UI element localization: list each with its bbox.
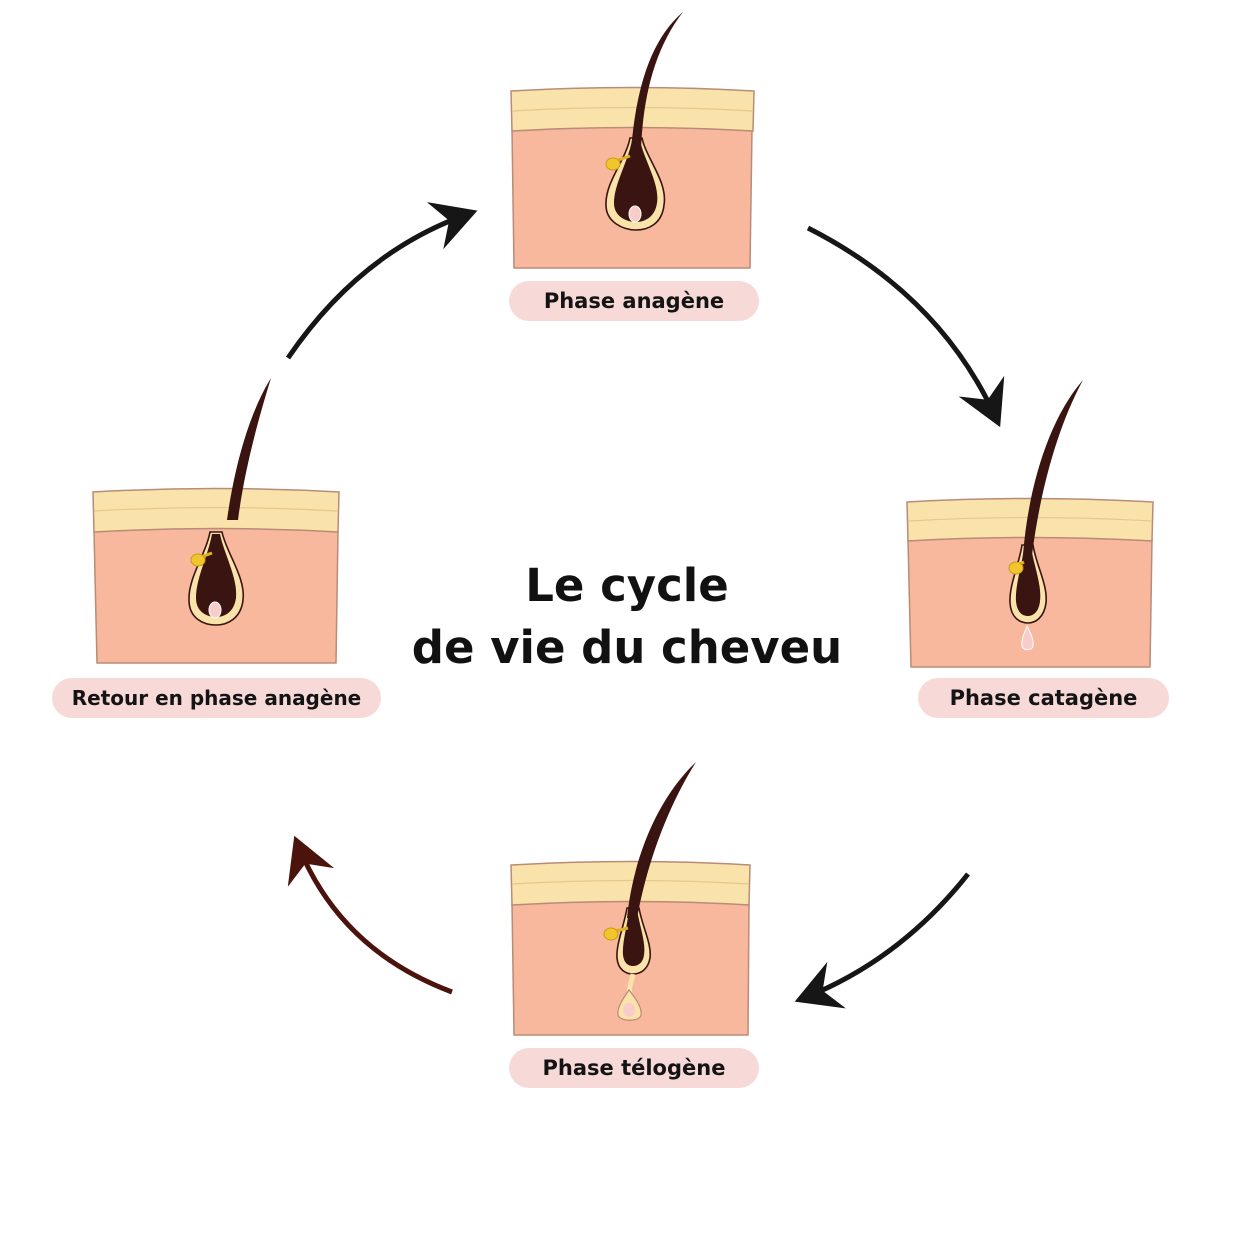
hair-bulb (196, 534, 237, 617)
diagram-title: Le cycle de vie du cheveu (327, 555, 927, 679)
hair-bulb (622, 910, 645, 966)
epidermis-layer (92, 487, 340, 533)
label-phase-anagen: Phase anagène (509, 281, 759, 321)
epidermis-line (93, 506, 339, 512)
papilla-core (623, 1003, 635, 1017)
epidermis-layer (510, 860, 751, 906)
sebaceous-gland (605, 157, 621, 171)
skin-panel-anagen (510, 12, 755, 269)
label-phase-retour: Retour en phase anagène (52, 678, 381, 718)
arrow-telogen-to-retour (287, 835, 453, 995)
arrow-catagen-to-telogen (794, 872, 970, 1009)
epidermis-layer (510, 86, 755, 132)
skin-panel-retour (92, 378, 340, 664)
dermal-papilla (208, 601, 222, 619)
hair-shaft (1023, 380, 1083, 555)
label-phase-telogen: Phase télogène (509, 1048, 759, 1088)
hair-shaft (627, 762, 696, 918)
dermal-papilla (1021, 624, 1034, 651)
hair-shaft (227, 378, 271, 520)
dermal-papilla (628, 205, 642, 223)
epidermis-line (511, 879, 750, 885)
arrow-anagen-to-catagen (806, 225, 1005, 428)
title-line-1: Le cycle (525, 559, 729, 612)
label-phase-catagen: Phase catagène (918, 678, 1169, 718)
sebaceous-gland (603, 927, 619, 941)
skin-panel-catagen (906, 380, 1154, 668)
sebaceous-gland (190, 553, 206, 567)
hair-shaft (631, 12, 683, 150)
title-line-2: de vie du cheveu (411, 621, 843, 674)
skin-panel-telogen (510, 762, 751, 1036)
hair-bulb (614, 140, 658, 222)
epidermis-line (511, 106, 754, 112)
sebaceous-gland (1008, 561, 1024, 575)
arrow-retour-to-anagen (285, 202, 478, 360)
